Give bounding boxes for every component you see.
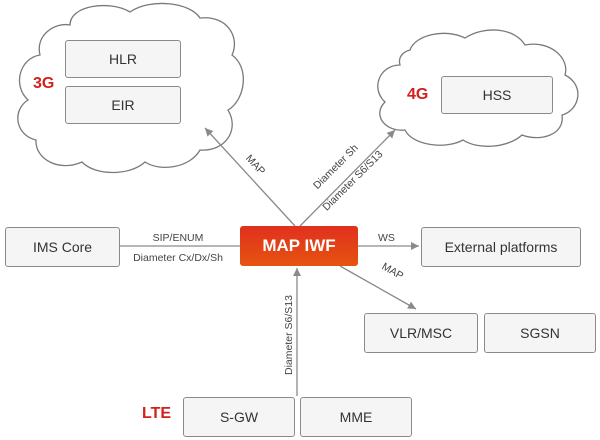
eir-box: EIR [65, 86, 181, 124]
mme-box: MME [300, 397, 412, 437]
hlr-box: HLR [65, 40, 181, 78]
label-3g: 3G [33, 75, 55, 92]
label-ws: WS [378, 232, 395, 244]
label-sip-enum: SIP/ENUM [153, 232, 204, 244]
hss-box: HSS [441, 76, 553, 114]
external-platforms-box: External platforms [421, 227, 581, 267]
ims-core-box: IMS Core [5, 227, 120, 267]
label-lte: LTE [142, 405, 172, 422]
connector-iwf-to-vlr [339, 265, 417, 310]
label-diameter-cx-dx-sh: Diameter Cx/Dx/Sh [133, 252, 223, 264]
sgw-box: S-GW [183, 397, 295, 437]
connector-iwf-to-4g [299, 129, 396, 227]
label-diameter-s6-s13-lte: Diameter S6/S13 [283, 295, 295, 375]
vlr-msc-box: VLR/MSC [364, 313, 478, 353]
label-map-vlr: MAP [380, 261, 406, 283]
sgsn-box: SGSN [484, 313, 596, 353]
map-iwf-box: MAP IWF [240, 226, 358, 266]
connector-iwf-to-3g [204, 127, 296, 227]
label-4g: 4G [407, 86, 429, 103]
